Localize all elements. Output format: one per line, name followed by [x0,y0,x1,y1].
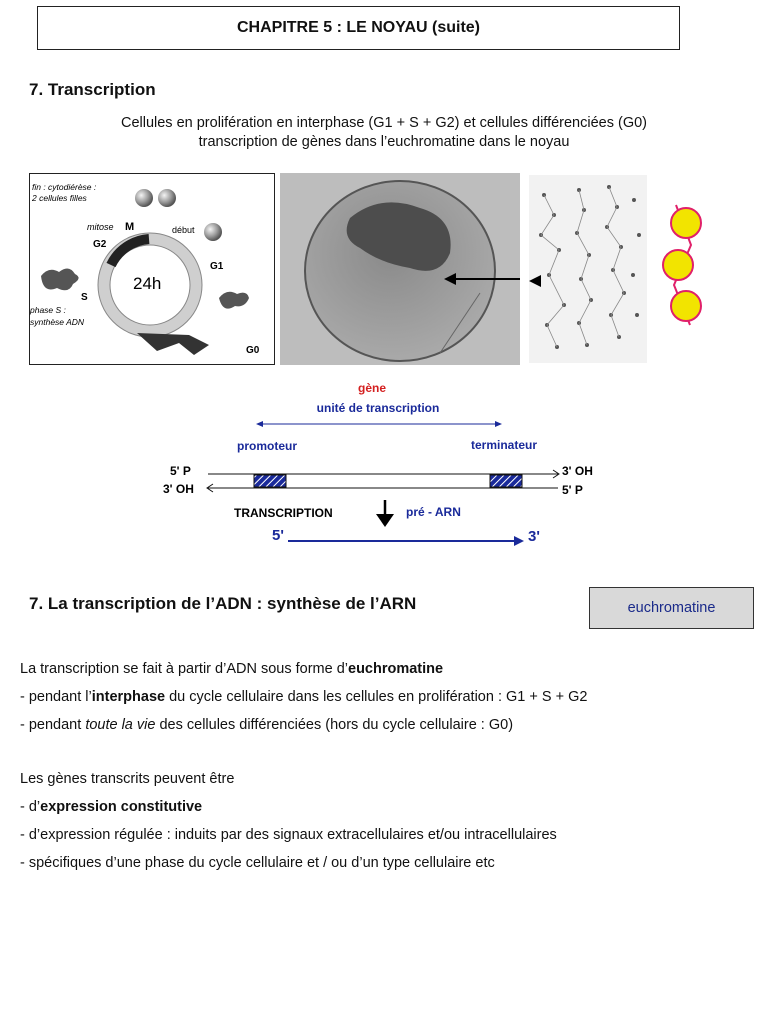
label-phase-s: phase S : [29,305,67,315]
subtitle-line-2: transcription de gènes dans l’euchromati… [198,134,570,150]
section-title-transcription: 7. Transcription [29,80,156,99]
label-gene: gène [358,381,386,395]
terminator-box [489,474,523,488]
paragraph-4: Les gènes transcrits peuvent être [20,771,235,787]
label-debut: début [172,225,195,235]
rna-arrowhead [514,536,524,546]
cycle-ring [98,233,202,337]
label-mitose: mitose [87,222,114,232]
label-cellules-filles: 2 cellules filles [31,193,88,203]
nucleosome-3 [670,290,702,322]
start-cell [204,223,222,241]
cell-cycle-figure: fin : cytodiérèse : 2 cellules filles mi… [29,173,275,365]
paragraph-7: - spécifiques d’une phase du cycle cellu… [20,855,495,871]
g2-arc [106,234,150,268]
label-unite-transcription: unité de transcription [317,401,440,415]
promoter-box [253,474,287,488]
cell-blob-left [41,268,79,291]
paragraph-5: - d’expression constitutive [20,799,203,815]
label-3oh-left: 3' OH [163,482,194,496]
gene-transcription-diagram: gène unité de transcription promoteur te… [163,381,593,546]
heterochromatin-patch [346,202,451,271]
label-5prime: 5' [272,527,284,544]
nucleus-micrograph [280,173,520,365]
label-G0: G0 [246,345,260,356]
paragraph-1: La transcription se fait à partir d’ADN … [20,661,444,677]
label-transcription: TRANSCRIPTION [234,506,333,520]
section-title-transcription-adn: 7. La transcription de l’ADN : synthèse … [29,594,417,613]
label-fin: fin : cytodiérèse : [32,182,97,192]
label-5p-right: 5' P [562,483,583,497]
daughter-cell-1 [135,189,153,207]
paragraph-6: - d’expression régulée : induits par des… [20,827,557,843]
paragraph-2: - pendant l’interphase du cycle cellulai… [20,689,588,705]
label-3prime: 3' [528,528,540,545]
transcription-arrow [376,514,394,527]
label-5p-left: 5' P [170,464,191,478]
label-G1: G1 [210,261,224,272]
subtitle-line-1: Cellules en prolifération en interphase … [120,115,648,131]
label-S: S [81,292,88,303]
nucleosome-2 [662,249,694,281]
label-promoteur: promoteur [237,439,297,453]
double-arrow-head [529,275,541,287]
label-M: M [125,221,134,233]
chapter-title: CHAPITRE 5 : LE NOYAU (suite) [37,6,680,50]
nucleosome-1 [670,207,702,239]
label-synthese-adn: synthèse ADN [30,317,85,327]
label-3oh-right: 3' OH [562,464,593,478]
cell-blob-right [219,291,249,309]
label-24h: 24h [133,274,161,293]
label-terminateur: terminateur [471,438,537,452]
euchromatin-fibers [529,175,647,363]
daughter-cell-2 [158,189,176,207]
g0-arrow [137,333,209,355]
label-G2: G2 [93,239,107,250]
label-pre-arn: pré - ARN [406,505,461,519]
euchromatine-badge: euchromatine [589,587,754,629]
paragraph-3: - pendant toute la vie des cellules diff… [20,717,514,733]
nucleosome-drawing [662,204,702,326]
